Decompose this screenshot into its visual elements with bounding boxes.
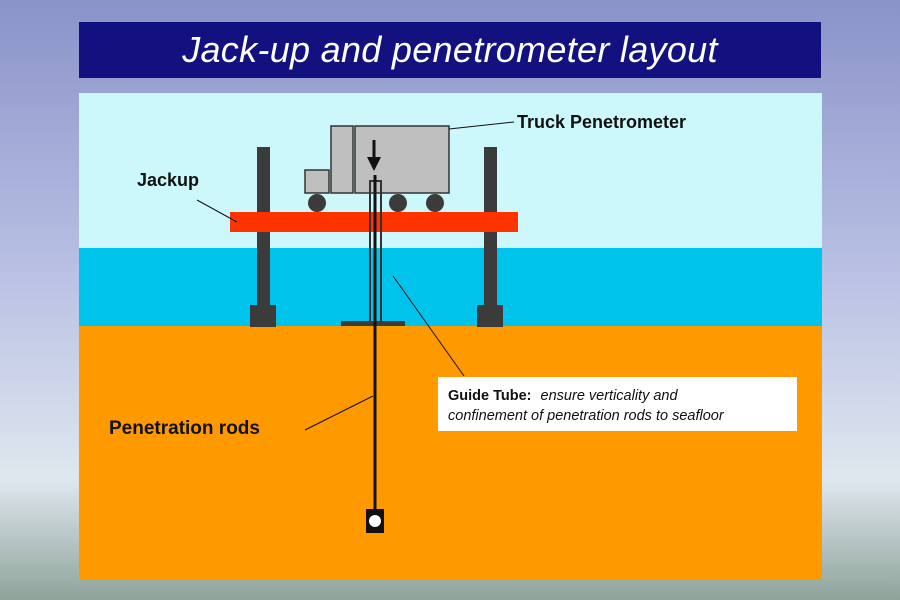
jackup-diagram: Truck Penetrometer Jackup Penetration ro… [79,93,822,580]
jackup-leader-line [196,199,238,223]
jackup-foot-right [477,305,503,327]
guide-tube-note: Guide Tube: ensure verticality and confi… [438,377,797,431]
title-bar: Jack-up and penetrometer layout [79,22,821,78]
jackup-leg-right [484,147,497,327]
probe-tip-sensor [369,515,381,527]
truck-leader-line [448,121,515,130]
down-arrow-head [367,157,381,171]
truck-front-panel [330,125,354,194]
guide-note-bold: Guide Tube: [448,388,532,404]
jackup-leg-left [257,147,270,327]
seabed-layer [79,326,822,580]
svg-text:Guide Tube: ensure verti: Guide Tube: ensure verticality and [448,388,678,404]
guide-tube-base [341,321,405,326]
guide-leader-line [392,275,465,377]
jackup-label: Jackup [137,170,199,190]
guide-note-line2: confinement of penetration rods to seafl… [448,408,725,424]
rods-label: Penetration rods [109,418,260,439]
guide-note-line1: ensure verticality and [541,388,679,404]
truck-label: Truck Penetrometer [517,112,686,132]
wheel-icon [426,194,444,212]
truck-cab [304,169,330,194]
page-title: Jack-up and penetrometer layout [182,29,718,70]
rods-leader-line [304,395,374,431]
wheel-icon [308,194,326,212]
water-layer [79,248,822,326]
wheel-icon [389,194,407,212]
jackup-foot-left [250,305,276,327]
